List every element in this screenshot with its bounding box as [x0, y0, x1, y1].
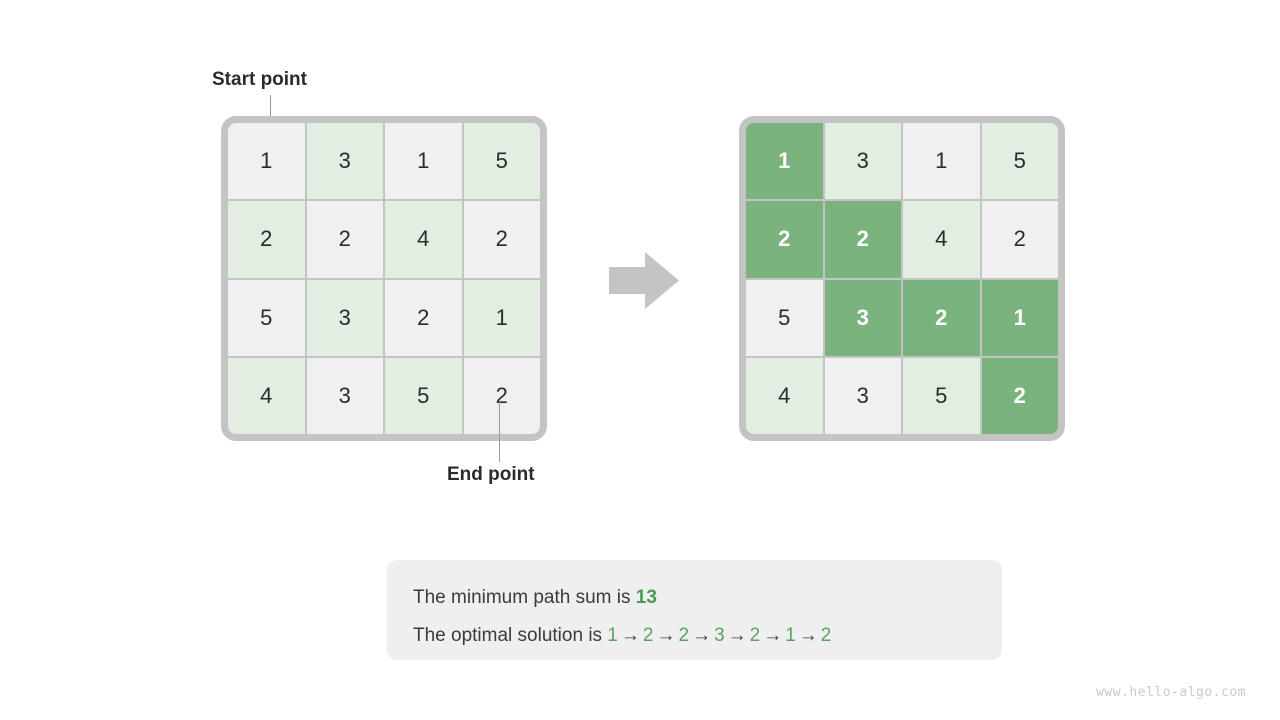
grid-cell-r0-c1: 3: [306, 123, 383, 200]
grid-cell-r2-c3: 1: [981, 279, 1058, 356]
optimal-solution-sequence: 1→2→2→3→2→1→2: [607, 625, 831, 646]
result-info-box: The minimum path sum is 13 The optimal s…: [387, 560, 1002, 660]
grid-cell-r2-c2: 2: [385, 279, 462, 356]
grid-cell-r0-c3: 5: [463, 123, 540, 200]
end-point-leader-line: [499, 400, 500, 462]
grid-cell-r3-c0: 4: [228, 357, 305, 434]
grid-cell-r0-c2: 1: [903, 123, 980, 200]
grid-cell-r1-c1: 2: [824, 201, 901, 278]
grid-cell-r1-c3: 2: [463, 201, 540, 278]
grid-cell-r3-c1: 3: [824, 357, 901, 434]
start-point-label: Start point: [212, 69, 307, 90]
sequence-arrow: →: [798, 625, 818, 646]
sequence-value-6: 2: [820, 625, 832, 646]
grid-cell-r3-c2: 5: [903, 357, 980, 434]
sequence-value-5: 1: [785, 625, 796, 646]
minimum-sum-line: The minimum path sum is 13: [413, 579, 1002, 617]
sequence-arrow: →: [727, 625, 747, 646]
sequence-value-3: 3: [714, 625, 725, 646]
grid-cell-r1-c3: 2: [981, 201, 1058, 278]
grid-cell-r1-c2: 4: [903, 201, 980, 278]
grid-cell-r0-c0: 1: [746, 123, 823, 200]
grid-cell-r3-c1: 3: [306, 357, 383, 434]
grid-cell-r2-c1: 3: [824, 279, 901, 356]
grid-cell-r0-c2: 1: [385, 123, 462, 200]
sequence-arrow: →: [763, 625, 783, 646]
grid-cell-r1-c2: 4: [385, 201, 462, 278]
grid-cell-r2-c2: 2: [903, 279, 980, 356]
sequence-value-1: 2: [642, 625, 654, 646]
minimum-sum-value: 13: [635, 587, 657, 608]
grid-cell-r1-c0: 2: [228, 201, 305, 278]
sequence-arrow: →: [620, 625, 640, 646]
grid-cell-r3-c3: 2: [463, 357, 540, 434]
grid-cell-r2-c0: 5: [228, 279, 305, 356]
sequence-value-4: 2: [749, 625, 761, 646]
sequence-value-2: 2: [678, 625, 690, 646]
sequence-value-0: 1: [607, 625, 618, 646]
sequence-arrow: →: [656, 625, 676, 646]
sequence-arrow: →: [692, 625, 712, 646]
optimal-solution-prefix: The optimal solution is: [413, 625, 608, 646]
end-point-label: End point: [447, 464, 535, 485]
minimum-sum-prefix: The minimum path sum is: [413, 587, 636, 608]
grid-cell-r3-c2: 5: [385, 357, 462, 434]
optimal-solution-line: The optimal solution is 1→2→2→3→2→1→2: [413, 617, 1002, 655]
grid-cell-r1-c0: 2: [746, 201, 823, 278]
grid-cell-r2-c3: 1: [463, 279, 540, 356]
grid-cell-r3-c0: 4: [746, 357, 823, 434]
grid-cell-r2-c1: 3: [306, 279, 383, 356]
grid-cell-r0-c0: 1: [228, 123, 305, 200]
arrow-right-icon: [609, 252, 679, 309]
grid-cell-r0-c1: 3: [824, 123, 901, 200]
grid-cell-r3-c3: 2: [981, 357, 1058, 434]
grid-cell-r0-c3: 5: [981, 123, 1058, 200]
grid-cell-r2-c0: 5: [746, 279, 823, 356]
grid-cell-r1-c1: 2: [306, 201, 383, 278]
watermark: www.hello-algo.com: [1096, 685, 1246, 700]
